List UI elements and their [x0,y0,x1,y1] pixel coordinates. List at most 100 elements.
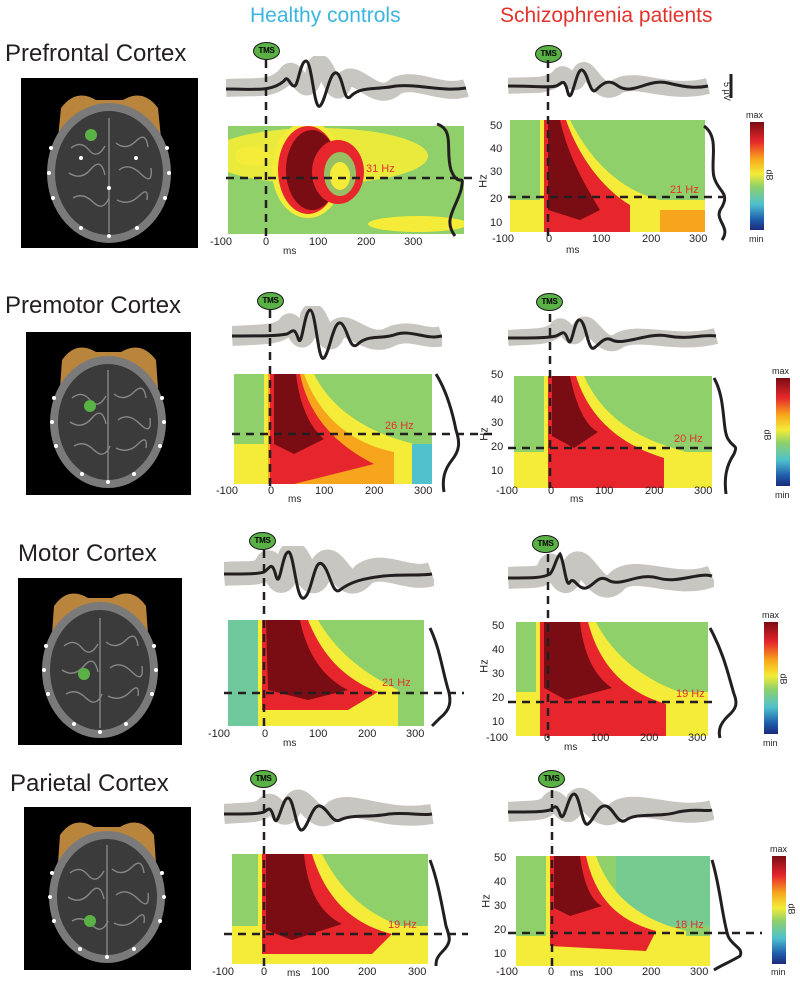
brain-electrode-map-prefrontal [21,78,198,248]
x-axis-unit: ms [283,246,297,257]
tms-marker-icon: TMS [249,532,276,550]
colorbar-max: max [770,844,788,854]
colorbar-max: max [772,366,790,376]
y-tick: 50 [492,620,505,632]
x-tick: 200 [645,485,664,497]
region-title-prefrontal: Prefrontal Cortex [5,40,187,67]
x-axis-unit: ms [283,738,297,749]
healthy-controls-header: Healthy controls [250,4,401,27]
x-tick: -100 [496,485,519,497]
y-tick: 10 [491,465,504,477]
y-tick: 50 [491,369,504,381]
colorbar-min: min [749,234,764,244]
x-tick: 0 [263,236,270,248]
colorbar-min: min [771,967,786,977]
colorbar-motor [764,622,778,734]
y-tick: 30 [490,166,503,178]
y-tick: 10 [494,948,507,960]
tms-marker-icon: TMS [535,45,562,63]
x-tick: 0 [548,485,555,497]
schizophrenia-patients-header: Schizophrenia patients [500,4,713,27]
tms-marker-icon: TMS [532,535,559,553]
x-tick: 200 [365,485,384,497]
region-title-motor: Motor Cortex [18,540,157,567]
x-tick: 0 [268,485,275,497]
y-axis-unit: Hz [478,659,491,673]
patient-peak-frequency-premotor: 20 Hz [674,433,703,445]
x-tick: 100 [311,966,330,978]
x-tick: 100 [592,233,611,245]
patient-tf-heatmap-prefrontal [510,120,705,232]
tms-site-marker [78,668,90,680]
y-tick: 20 [494,924,507,936]
tms-marker-icon: TMS [257,292,284,310]
x-tick: 100 [594,966,613,978]
brain-electrode-map-premotor [26,332,191,495]
x-tick: 200 [642,233,661,245]
x-tick: 300 [404,236,423,248]
patient-dashed-guides-motor [508,554,718,738]
tms-site-marker [84,400,96,412]
x-axis-unit: ms [570,968,584,979]
tms-site-marker [85,129,97,141]
healthy-erp-trace-prefrontal [226,56,469,108]
x-tick: 300 [694,485,713,497]
x-tick: 300 [689,233,708,245]
patient-dashed-guides-prefrontal [508,60,723,236]
x-tick: 100 [309,728,328,740]
colorbar-premotor [776,378,790,486]
scale-bar-label: 5 µV [722,82,732,101]
patient-frequency-profile-parietal [710,859,743,972]
colorbar-min: min [763,738,778,748]
y-axis-unit: Hz [480,894,493,908]
patient-tf-heatmap-motor [516,622,708,736]
brain-electrode-map-motor [18,578,182,745]
x-tick: 300 [408,966,427,978]
x-tick: 300 [690,966,709,978]
y-axis-unit: Hz [477,174,490,188]
x-tick: 200 [358,728,377,740]
tms-marker-icon: TMS [253,42,280,60]
y-tick: 40 [494,876,507,888]
y-tick: 40 [492,644,505,656]
x-tick: -100 [212,966,235,978]
x-tick: -100 [496,966,519,978]
healthy-tf-heatmap-motor [228,620,424,726]
healthy-dashed-guides-parietal [224,790,468,968]
x-axis-unit: ms [570,494,584,505]
x-tick: 300 [406,728,425,740]
healthy-dashed-guides-prefrontal [226,60,476,238]
x-tick: 200 [640,732,659,744]
x-tick: 100 [591,732,610,744]
x-tick: 100 [595,485,614,497]
patient-peak-frequency-prefrontal: 21 Hz [670,184,699,196]
healthy-frequency-profile-motor [428,627,452,728]
healthy-frequency-profile-parietal [428,859,451,967]
healthy-peak-frequency-motor: 21 Hz [382,677,411,689]
x-tick: 200 [358,966,377,978]
x-tick: -100 [216,485,239,497]
colorbar-parietal [772,856,786,964]
x-tick: 300 [414,485,433,497]
y-tick: 40 [491,394,504,406]
patient-dashed-guides-premotor [508,314,718,488]
healthy-dashed-guides-motor [224,550,464,726]
x-tick: -100 [486,732,509,744]
colorbar-unit: dB [764,169,775,181]
patient-frequency-profile-motor [708,627,738,739]
region-title-parietal: Parietal Cortex [10,770,169,797]
y-tick: 20 [491,441,504,453]
region-title-premotor: Premotor Cortex [5,292,182,319]
tms-marker-icon: TMS [536,293,563,311]
patient-tf-heatmap-parietal [516,856,710,966]
patient-dashed-guides-parietal [508,790,762,968]
y-tick: 40 [490,143,503,155]
patient-frequency-profile-prefrontal [702,124,727,241]
y-tick: 30 [494,900,507,912]
x-axis-unit: ms [287,968,301,979]
healthy-peak-frequency-parietal: 19 Hz [388,919,417,931]
y-tick: 10 [492,716,505,728]
scale-bar [729,74,733,98]
brain-electrode-map-parietal [24,807,191,970]
x-tick: -100 [208,728,231,740]
